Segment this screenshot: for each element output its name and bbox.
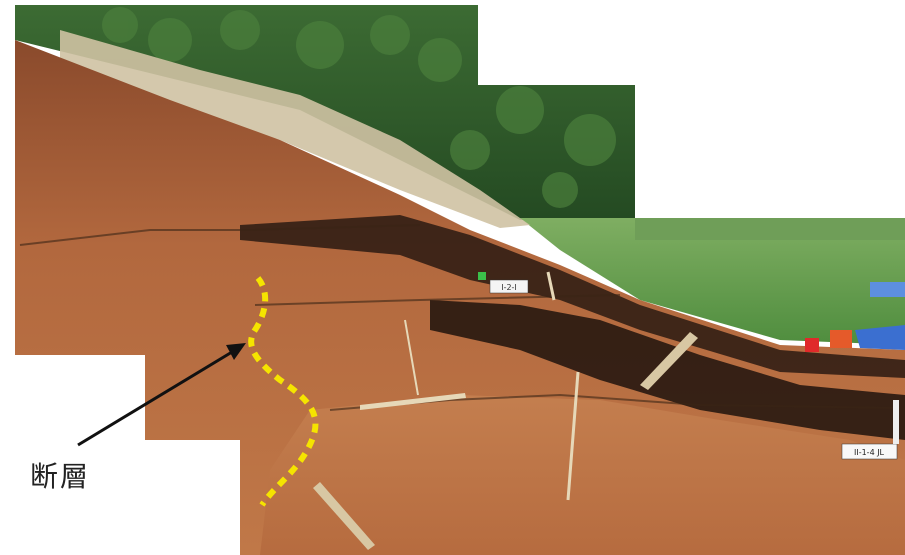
wooden-boards	[313, 271, 698, 550]
lower-soil-block	[260, 395, 905, 555]
distant-hedge	[635, 218, 905, 240]
photo-tag-upper: I-2-I	[478, 272, 529, 294]
fault-arrow	[77, 343, 246, 447]
photo-tag-right-text: II-1-4 JL	[854, 448, 885, 457]
equipment-right	[805, 282, 905, 352]
mosaic-gap-left-top	[0, 0, 15, 355]
mosaic-gap-top-right	[478, 0, 905, 85]
photo-tag-right: II-1-4 JL	[841, 400, 899, 460]
mosaic-gap-top	[0, 0, 478, 5]
dark-humus-layer-lower	[430, 300, 905, 440]
dry-grass-slope	[60, 30, 530, 228]
fault-line	[248, 276, 319, 507]
tree-canopy	[102, 7, 616, 208]
mosaic-gap-right	[635, 85, 905, 218]
fault-label: 断層	[30, 460, 91, 493]
photo-tag-upper-text: I-2-I	[501, 283, 517, 292]
mosaic-gap-bottom-left	[0, 355, 240, 555]
grass-field	[520, 218, 905, 345]
